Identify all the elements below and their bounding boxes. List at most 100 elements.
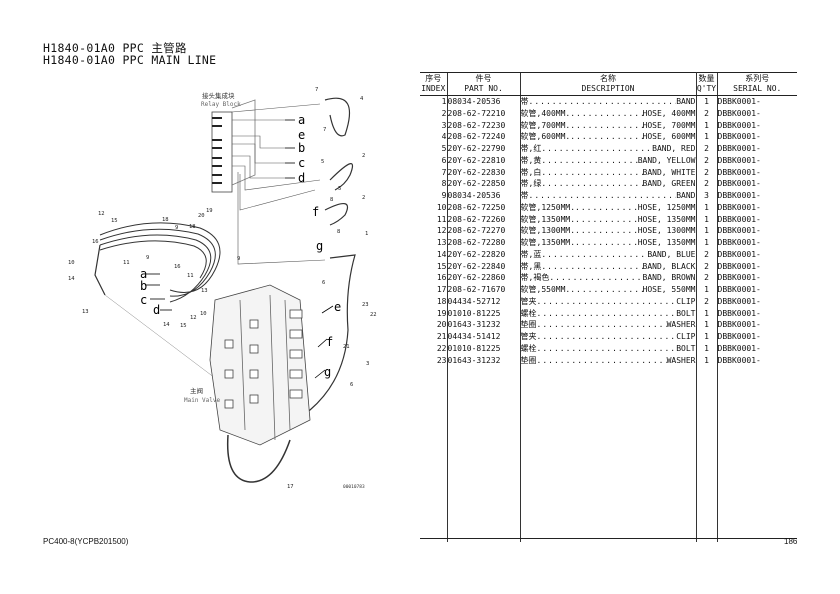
row-index: 16	[436, 273, 447, 283]
description-en: HOSE, 400MM	[642, 108, 696, 118]
svg-text:17: 17	[287, 484, 294, 490]
letter-c: c	[298, 156, 305, 170]
connection-letters: a b c d e f g a b c d e f g	[140, 113, 341, 379]
row-qty: 1	[695, 284, 717, 296]
letter-e-top: e	[298, 128, 305, 142]
description-cn: 软管,600MM.	[520, 132, 571, 142]
row-qty: 1	[695, 95, 717, 108]
description-cn: 帯,黑	[520, 261, 542, 271]
svg-text:9: 9	[175, 225, 178, 231]
main-valve-label-en: Main Valve	[184, 397, 221, 404]
row-serial: DBBK0001-	[716, 307, 797, 320]
description-cn: 帯	[520, 191, 529, 200]
row-part-no: 208-62-72250	[446, 201, 520, 214]
description-cn: 帯,黄	[520, 155, 542, 165]
svg-text:23: 23	[362, 302, 369, 308]
table-row: 15 20Y-62-22840 帯,黑.....................…	[420, 260, 797, 273]
description-cn: 软管,1250MM.	[520, 202, 576, 212]
row-index: 2	[441, 108, 447, 118]
svg-text:7: 7	[323, 127, 326, 133]
letter-f-top: f	[312, 205, 319, 219]
row-index: 9	[441, 191, 447, 200]
letter-e-lower: e	[334, 300, 341, 314]
description-cn: 软管,400MM.	[520, 108, 571, 118]
row-index: 4	[441, 132, 447, 142]
description-en: CLIP	[676, 332, 696, 341]
row-serial: DBBK0001-	[716, 107, 797, 120]
relay-block-label-en: Relay Block	[201, 101, 241, 108]
row-serial: DBBK0001-	[716, 272, 797, 284]
table-row: 14 20Y-62-22820 帯,蓝.....................…	[420, 248, 797, 261]
description-en: BAND, WHITE	[642, 167, 696, 177]
svg-text:8: 8	[337, 229, 340, 235]
row-description: 帯,黄.....................................…	[519, 154, 697, 167]
svg-text:9: 9	[237, 256, 240, 262]
description-en: BAND, RED	[652, 144, 696, 153]
row-index: 12	[436, 226, 447, 236]
row-description: 帯.......................................…	[519, 190, 697, 202]
row-serial: DBBK0001-	[716, 178, 797, 190]
row-index: 18	[436, 296, 447, 306]
row-index: 20	[436, 320, 447, 330]
row-serial: DBBK0001-	[716, 248, 797, 261]
row-part-no: 04434-51412	[446, 331, 520, 343]
svg-text:11: 11	[187, 273, 194, 279]
row-index: 14	[436, 249, 447, 259]
table-row: 18 04434-52712 管夹.......................…	[420, 295, 797, 308]
row-part-no: 01010-81225	[446, 342, 520, 355]
row-index: 13	[436, 238, 447, 247]
description-cn: 帯,蓝	[520, 249, 542, 259]
table-row: 9 08034-20536 帯.........................…	[420, 190, 797, 202]
svg-text:21: 21	[343, 344, 350, 350]
description-en: CLIP	[676, 296, 696, 306]
row-serial: DBBK0001-	[716, 295, 797, 308]
description-en: BAND, BLUE	[647, 249, 696, 259]
relay-block-label-cn: 接头集成块	[202, 91, 235, 100]
letter-d-lower: d	[153, 303, 160, 317]
row-serial: DBBK0001-	[716, 201, 797, 214]
table-row: 6 20Y-62-22810 帯,黄......................…	[420, 154, 797, 167]
row-description: 软管,1350MM...............................…	[519, 213, 697, 226]
svg-text:13: 13	[82, 309, 89, 315]
description-cn: 软管,1350MM.	[520, 214, 576, 224]
row-qty: 3	[695, 190, 717, 202]
row-part-no: 20Y-62-22820	[446, 248, 520, 261]
letter-g-top: g	[316, 239, 323, 253]
svg-text:18: 18	[162, 217, 169, 223]
row-part-no: 20Y-62-22830	[446, 166, 520, 179]
row-part-no: 08034-20536	[446, 190, 520, 202]
description-en: BAND, BROWN	[642, 273, 696, 283]
svg-text:9: 9	[146, 255, 149, 261]
description-cn: 帯,红	[520, 144, 542, 153]
row-serial: DBBK0001-	[716, 354, 797, 367]
row-description: 垫圈......................................…	[519, 354, 697, 367]
row-index: 23	[436, 355, 447, 365]
row-description: 帯,褐色....................................…	[519, 272, 697, 284]
letter-f-lower: f	[326, 335, 333, 349]
table-row: 13 208-62-72280 软管,1350MM...............…	[420, 237, 797, 249]
row-qty: 1	[695, 319, 717, 331]
row-serial: DBBK0001-	[716, 213, 797, 226]
row-index: 6	[441, 155, 447, 165]
row-description: 帯.......................................…	[519, 95, 697, 108]
table-row: 19 01010-81225 螺栓.......................…	[420, 307, 797, 320]
row-part-no: 20Y-62-22790	[446, 143, 520, 155]
row-index: 21	[436, 332, 447, 341]
description-cn: 软管,700MM.	[520, 120, 571, 130]
description-cn: 管夹	[520, 296, 537, 306]
description-cn: 管夹	[520, 332, 537, 341]
description-en: HOSE, 1250MM	[637, 202, 696, 212]
row-index: 15	[436, 261, 447, 271]
row-part-no: 20Y-62-22840	[446, 260, 520, 273]
row-qty: 2	[695, 107, 717, 120]
row-serial: DBBK0001-	[716, 190, 797, 202]
description-en: BOLT	[676, 308, 696, 318]
row-index: 19	[436, 308, 447, 318]
row-index: 7	[441, 167, 447, 177]
description-en: BAND, YELLOW	[637, 155, 696, 165]
row-part-no: 04434-52712	[446, 295, 520, 308]
row-serial: DBBK0001-	[716, 342, 797, 355]
table-row: 16 20Y-62-22860 帯,褐色....................…	[420, 272, 797, 284]
